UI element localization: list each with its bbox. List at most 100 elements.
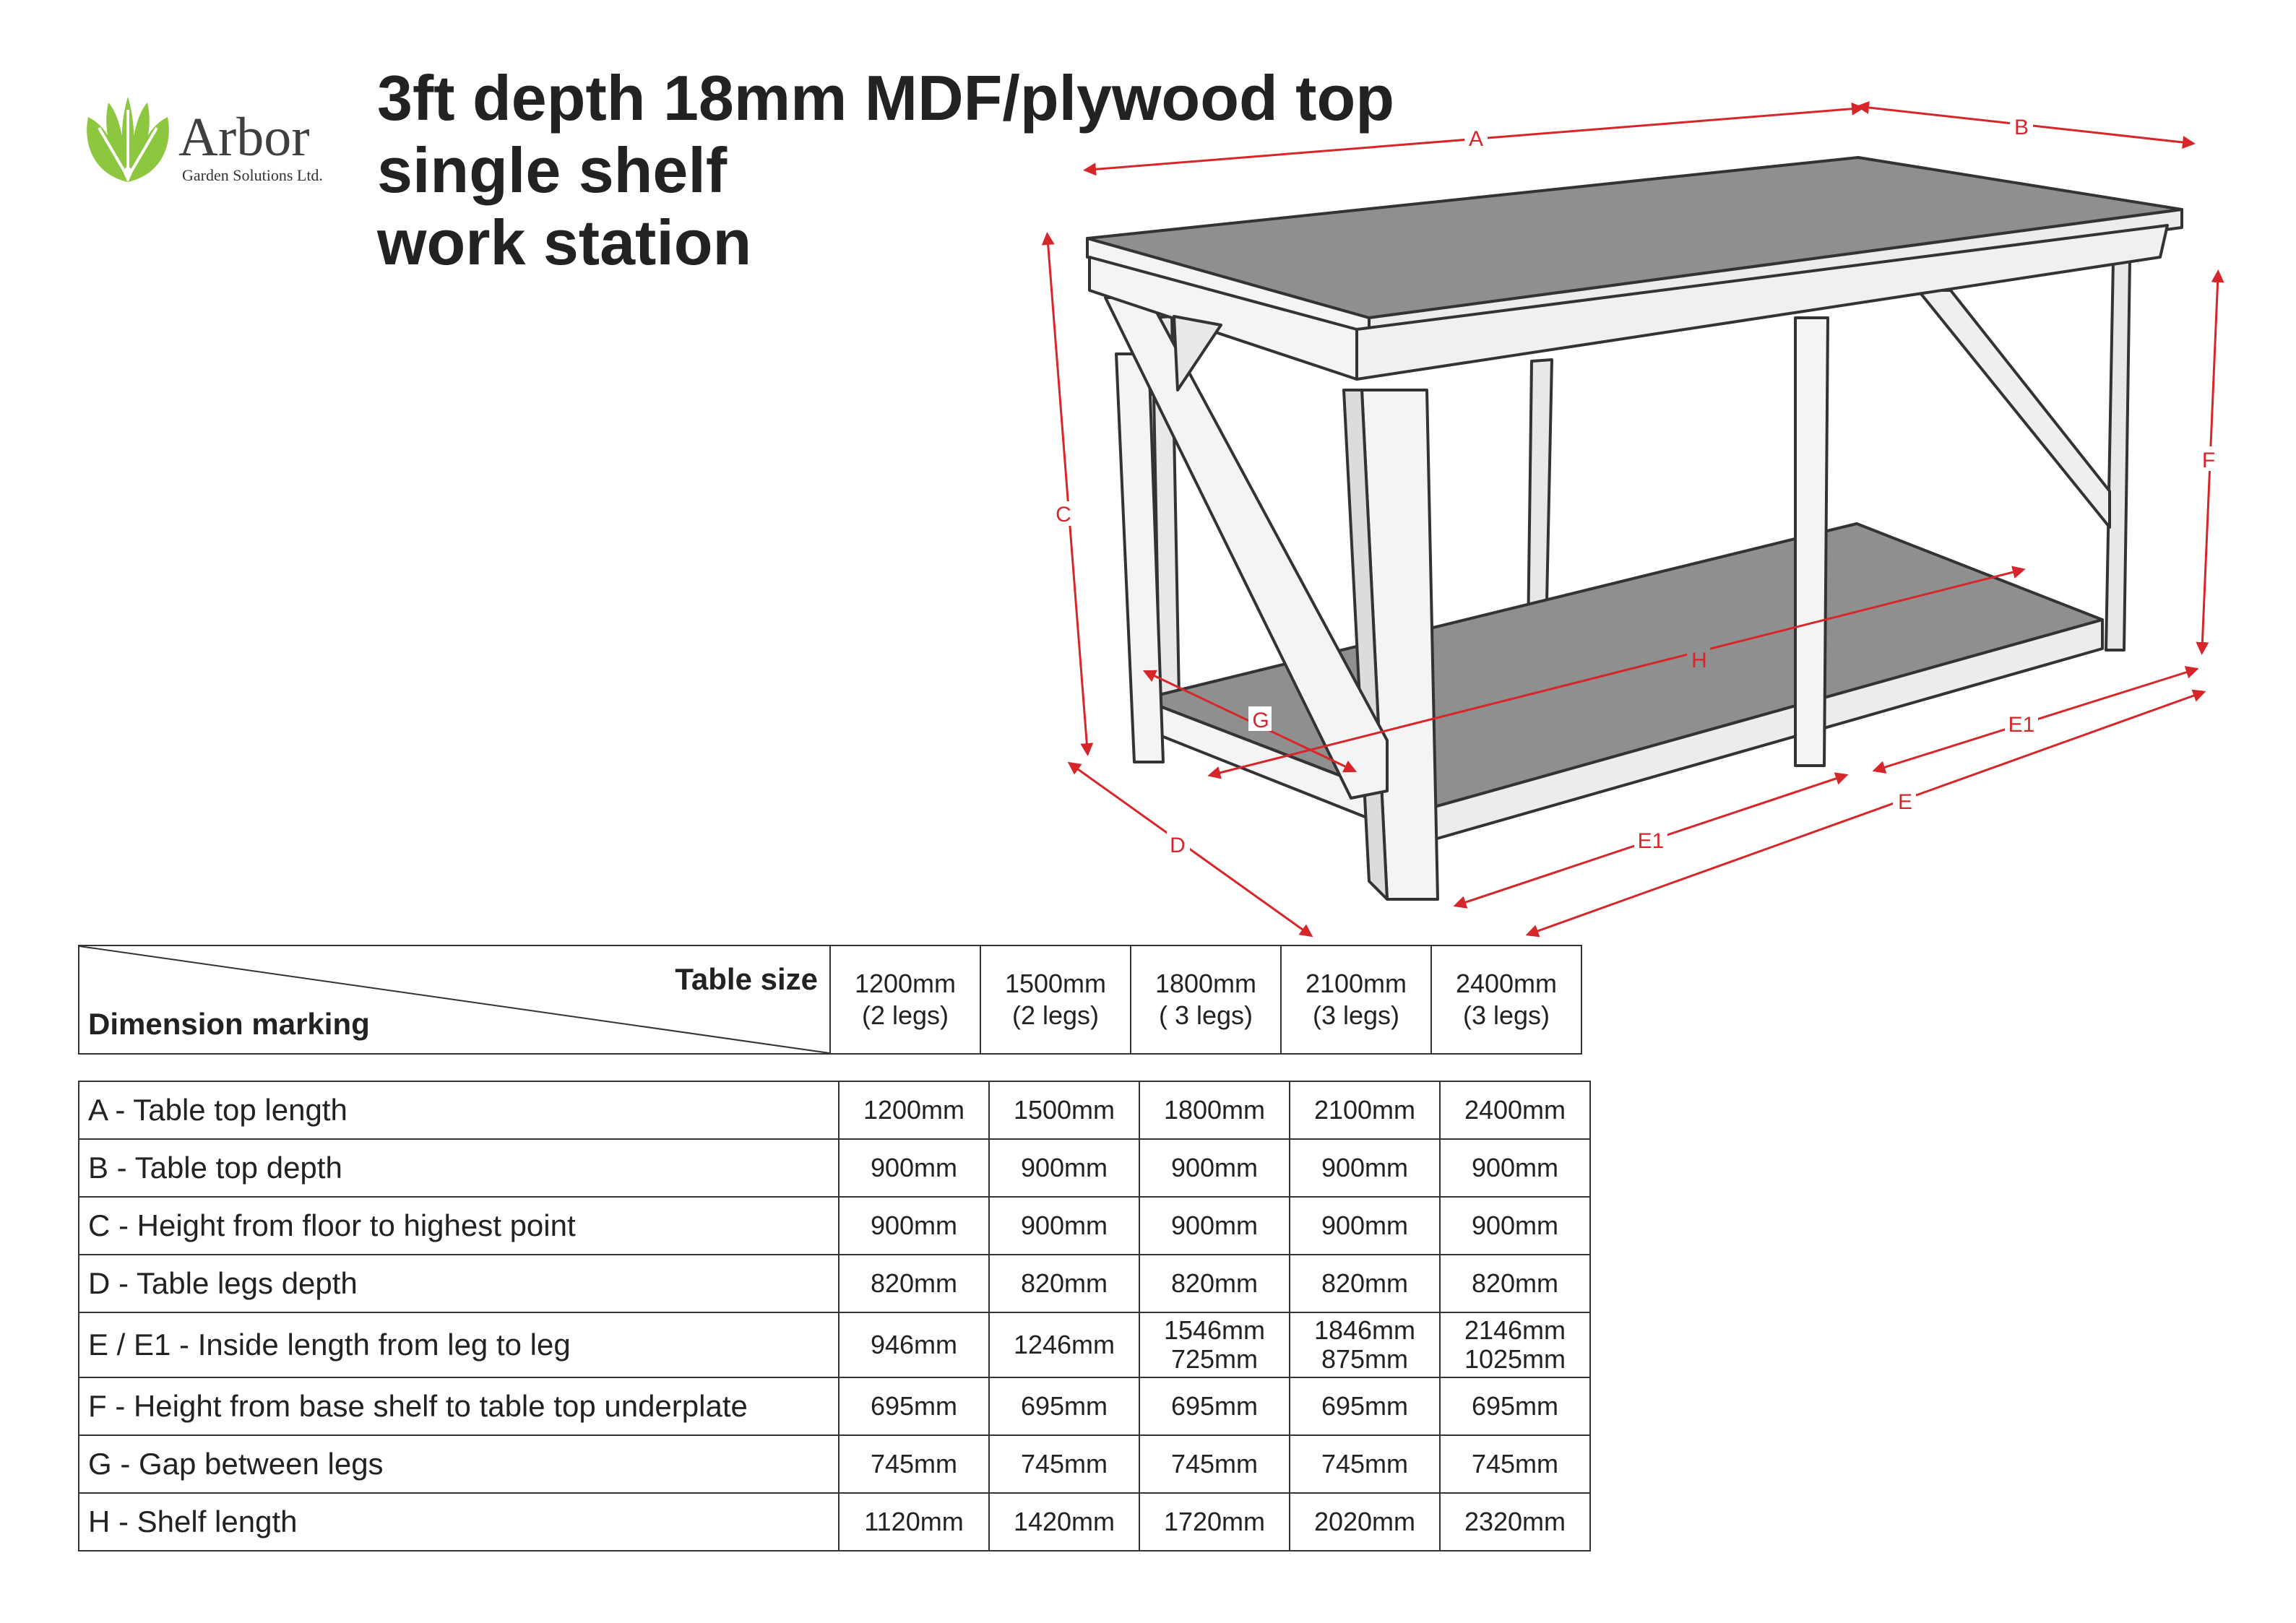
table-row: H - Shelf length 1120mm 1420mm 1720mm 20… [78, 1492, 1591, 1551]
back-brace [1917, 289, 2111, 529]
size-label: 1500mm [1004, 969, 1107, 998]
value-cell: 2100mm [1289, 1081, 1441, 1140]
size-header-cell: 1500mm(2 legs) [980, 945, 1131, 1055]
size-header-cell: 1800mm( 3 legs) [1130, 945, 1282, 1055]
value-cell: 900mm [838, 1196, 990, 1255]
label-c: C [1056, 503, 1071, 527]
row-label: B - Table top depth [78, 1138, 840, 1198]
dimensions-table: A - Table top length 1200mm 1500mm 1800m… [78, 1081, 1591, 1551]
value-cell: 900mm [988, 1138, 1140, 1198]
label-e: E [1898, 790, 1912, 814]
table-row: A - Table top length 1200mm 1500mm 1800m… [78, 1081, 1591, 1140]
value-e: 2146mm [1464, 1315, 1566, 1345]
value-e: 1846mm [1313, 1315, 1416, 1345]
front-leg-middle [1794, 316, 1829, 767]
legs-label: (2 legs) [1011, 1000, 1100, 1030]
size-label: 2400mm [1455, 969, 1558, 998]
value-cell: 820mm [1139, 1254, 1290, 1313]
value-cell: 695mm [838, 1377, 990, 1436]
value-cell: 1120mm [838, 1492, 990, 1551]
value-e1: 875mm [1321, 1344, 1409, 1374]
header-dimension-marking: Dimension marking [88, 1007, 370, 1041]
value-cell: 900mm [988, 1196, 1140, 1255]
dim-line-c [1041, 232, 1094, 756]
value-cell: 745mm [1439, 1434, 1591, 1494]
value-cell: 820mm [1439, 1254, 1591, 1313]
value-cell: 695mm [1139, 1377, 1290, 1436]
value-cell: 900mm [1289, 1196, 1441, 1255]
back-leg-right [2105, 259, 2131, 652]
row-label: D - Table legs depth [78, 1254, 840, 1313]
size-header-table: Table size Dimension marking 1200mm(2 le… [78, 945, 1582, 1055]
size-header-cell: 2400mm(3 legs) [1430, 945, 1582, 1055]
row-label: A - Table top length [78, 1081, 840, 1140]
row-label: E / E1 - Inside length from leg to leg [78, 1312, 840, 1378]
value-cell: 2400mm [1439, 1081, 1591, 1140]
value-cell: 900mm [1439, 1196, 1591, 1255]
value-cell: 695mm [988, 1377, 1140, 1436]
label-h: H [1691, 649, 1707, 672]
value-cell: 745mm [838, 1434, 990, 1494]
value-cell: 1720mm [1139, 1492, 1290, 1551]
value-cell: 1800mm [1139, 1081, 1290, 1140]
value-cell: 695mm [1289, 1377, 1441, 1436]
title-line-3: work station [377, 207, 752, 278]
value-cell: 900mm [1289, 1138, 1441, 1198]
table-row: F - Height from base shelf to table top … [78, 1377, 1591, 1436]
row-label: H - Shelf length [78, 1492, 840, 1551]
value-cell: 2020mm [1289, 1492, 1441, 1551]
legs-label: (2 legs) [861, 1000, 949, 1030]
value-e1: 725mm [1170, 1344, 1259, 1374]
dim-line-h [1207, 566, 2026, 779]
value-cell: 2320mm [1439, 1492, 1591, 1551]
value-e1: 1025mm [1464, 1344, 1566, 1374]
back-leg-middle [1527, 358, 1553, 637]
value-cell: 900mm [1439, 1138, 1591, 1198]
row-label: G - Gap between legs [78, 1434, 840, 1494]
size-label: 1800mm [1155, 969, 1257, 998]
label-e1-left: E1 [1638, 829, 1665, 853]
value-cell: 820mm [988, 1254, 1140, 1313]
table-row: G - Gap between legs 745mm 745mm 745mm 7… [78, 1434, 1591, 1494]
page-title: 3ft depth 18mm MDF/plywood top single sh… [377, 62, 1394, 279]
table-row: B - Table top depth 900mm 900mm 900mm 90… [78, 1138, 1591, 1198]
brand-subtitle: Garden Solutions Ltd. [182, 166, 323, 184]
value-cell: 695mm [1439, 1377, 1591, 1436]
label-e1-right: E1 [2008, 713, 2035, 737]
value-cell: 820mm [1289, 1254, 1441, 1313]
header-row: Table size Dimension marking 1200mm(2 le… [78, 945, 1582, 1055]
brand-logo: Arbor Garden Solutions Ltd. [81, 95, 341, 189]
table-row: C - Height from floor to highest point 9… [78, 1196, 1591, 1255]
label-a: A [1469, 127, 1483, 151]
legs-label: (3 legs) [1462, 1000, 1550, 1030]
header-table-size: Table size [675, 962, 818, 996]
value-cell: 1500mm [988, 1081, 1140, 1140]
legs-label: ( 3 legs) [1158, 1000, 1253, 1030]
value-cell: 745mm [1139, 1434, 1290, 1494]
value-cell: 900mm [1139, 1138, 1290, 1198]
diagonal-divider [79, 946, 829, 1053]
value-cell: 946mm [838, 1312, 990, 1378]
workbench-diagram: A B C D E E1 E1 F G H [1041, 101, 2224, 938]
value-cell: 1200mm [838, 1081, 990, 1140]
value-cell: 1420mm [988, 1492, 1140, 1551]
label-f: F [2202, 449, 2215, 472]
label-d: D [1170, 834, 1186, 857]
row-label: C - Height from floor to highest point [78, 1196, 840, 1255]
value-cell: 900mm [838, 1138, 990, 1198]
row-label: F - Height from base shelf to table top … [78, 1377, 840, 1436]
value-cell: 745mm [1289, 1434, 1441, 1494]
value-cell: 745mm [988, 1434, 1140, 1494]
dim-line-d [1067, 761, 1313, 938]
label-b: B [2014, 116, 2029, 139]
size-label: 1200mm [854, 969, 957, 998]
value-e: 1546mm [1163, 1315, 1266, 1345]
title-line-2: single shelf [377, 134, 728, 206]
table-row: D - Table legs depth 820mm 820mm 820mm 8… [78, 1254, 1591, 1313]
size-header-cell: 1200mm(2 legs) [829, 945, 981, 1055]
value-cell: 900mm [1139, 1196, 1290, 1255]
size-label: 2100mm [1305, 969, 1407, 998]
